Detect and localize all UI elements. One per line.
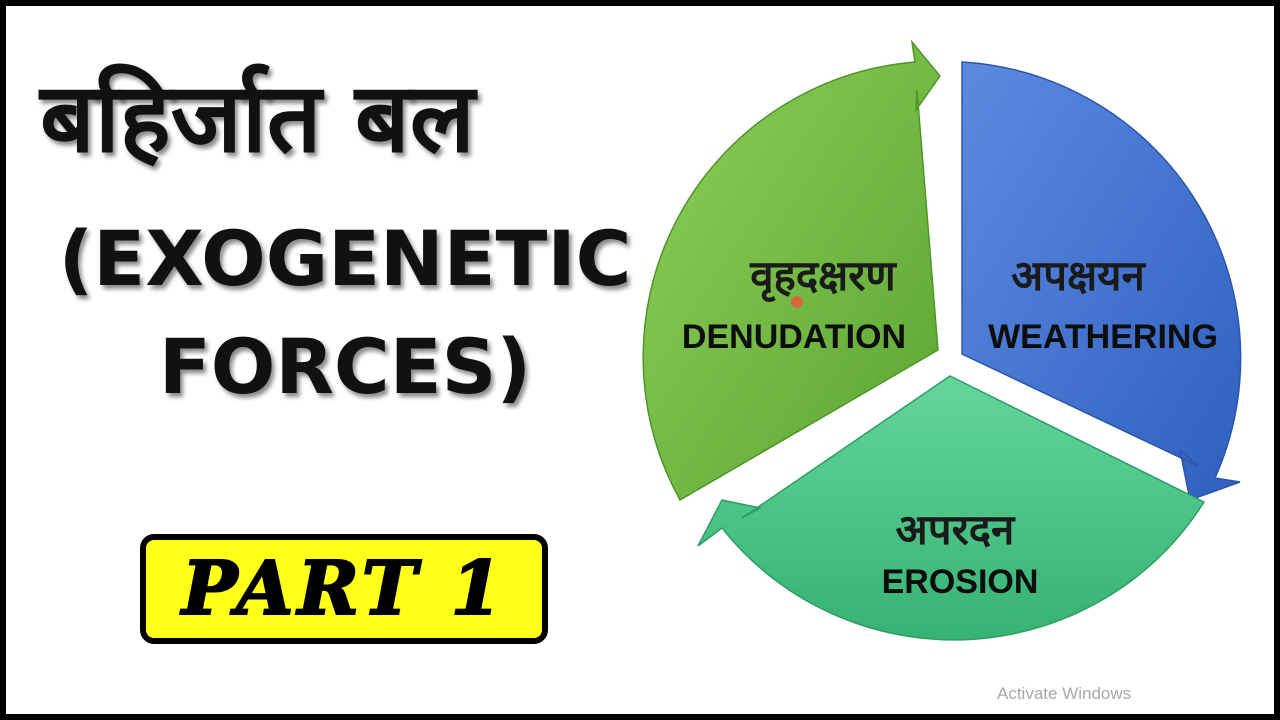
english-title-line-1: (EXOGENETIC [58, 214, 632, 303]
english-title: (EXOGENETIC FORCES) [40, 205, 650, 421]
denudation-hindi-label: वृहदक्षरण [749, 251, 897, 302]
segment-denudation [642, 39, 941, 502]
segment-weathering [961, 61, 1242, 502]
weathering-english-label: WEATHERING [988, 318, 1218, 356]
english-title-line-2: FORCES) [158, 322, 532, 411]
weathering-hindi-label: अपक्षयन [1011, 251, 1146, 300]
denudation-english-label: DENUDATION [682, 318, 906, 356]
activate-windows-watermark: Activate Windows [997, 684, 1132, 703]
erosion-hindi-label: अपरदन [896, 505, 1016, 554]
cursor-dot [791, 296, 803, 308]
part-badge-label: PART 1 [181, 545, 507, 633]
segment-erosion [697, 375, 1206, 641]
hindi-title: बहिर्जात बल [40, 62, 475, 174]
part-badge: PART 1 [140, 534, 548, 644]
erosion-english-label: EROSION [882, 563, 1039, 601]
